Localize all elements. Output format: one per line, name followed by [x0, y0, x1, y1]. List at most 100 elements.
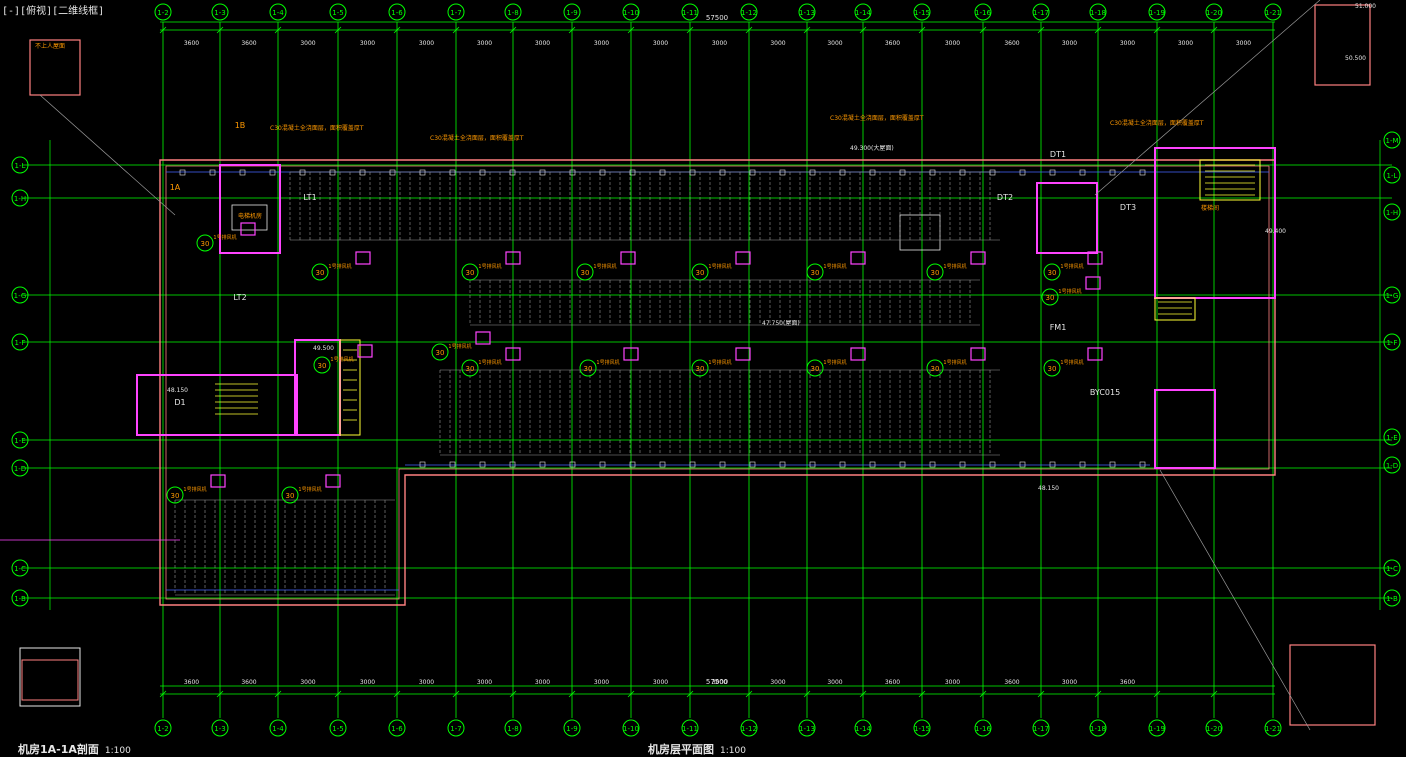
- axis-bubble: [504, 719, 522, 737]
- leader-line: [39, 94, 176, 216]
- column-marker: [419, 169, 426, 176]
- axis-bubble-label: 1-17: [1033, 9, 1049, 17]
- axis-bubble-label: 1-10: [623, 725, 639, 733]
- column-marker: [1019, 169, 1026, 176]
- axis-bubble: [1205, 3, 1223, 21]
- column-marker: [659, 461, 666, 468]
- exhaust-fan-unit: [325, 474, 341, 488]
- fan-name-label: 1号排风机: [943, 359, 966, 366]
- axis-bubble: [740, 719, 758, 737]
- axis-bubble-label: 1-19: [1149, 9, 1165, 17]
- axis-bubble: [1264, 3, 1282, 21]
- axis-bubble: [388, 3, 406, 21]
- exhaust-fan-marker: [926, 359, 944, 377]
- axis-bubble: [1383, 333, 1401, 351]
- axis-bubble-label: 1-18: [1090, 725, 1106, 733]
- axis-bubble-label: 1-21: [1265, 725, 1281, 733]
- exhaust-fan-unit: [355, 251, 371, 265]
- axis-bubble: [1032, 3, 1050, 21]
- axis-bubble-label: 1-18: [1090, 9, 1106, 17]
- construction-note: C30混凝土全浇面层，面积覆盖厚T: [270, 124, 364, 132]
- fan-name-label: 1号排风机: [943, 263, 966, 270]
- axis-bubble-label: 1-15: [914, 725, 930, 733]
- column-marker: [989, 169, 996, 176]
- dimension-tick: [859, 26, 867, 34]
- axis-bubble-label: 1-6: [391, 725, 403, 733]
- column-marker: [989, 461, 996, 468]
- fan-name-label: 1号排风机: [1060, 359, 1083, 366]
- tag-label: BYC015: [1090, 388, 1120, 397]
- axis-bubble-label: 1-20: [1206, 9, 1222, 17]
- exhaust-fan-marker: [311, 263, 329, 281]
- exhaust-fan-marker: [461, 263, 479, 281]
- exhaust-fan-marker: [281, 486, 299, 504]
- axis-bubble-label: 1-8: [507, 725, 518, 733]
- exhaust-fan-marker: [579, 359, 597, 377]
- dimension-text: 3000: [770, 40, 785, 47]
- dimension-text: 3000: [945, 40, 960, 47]
- fan-count-label: 30: [696, 365, 705, 373]
- column-marker: [749, 169, 756, 176]
- section-title-text: 机房1A-1A剖面: [18, 743, 99, 756]
- dimension-tick: [452, 690, 460, 698]
- roof-parapet-outline: [159, 159, 1276, 606]
- dimension-text: 3000: [360, 40, 375, 47]
- column-marker: [929, 461, 936, 468]
- building-outline: [0, 0, 1376, 731]
- axis-bubble: [11, 189, 29, 207]
- axis-bubble-label: 1-15: [914, 9, 930, 17]
- viewport-label[interactable]: [-][俯视][二维线框]: [2, 6, 105, 17]
- column-marker: [179, 169, 186, 176]
- column-marker: [719, 461, 726, 468]
- dimension-text: 3000: [1062, 40, 1077, 47]
- dimension-tick: [334, 26, 342, 34]
- elevation-mark: 47.750(屋面): [762, 320, 800, 327]
- exhaust-fan-marker: [1043, 359, 1061, 377]
- column-marker: [719, 169, 726, 176]
- stair-treads-lt1: [215, 349, 357, 421]
- column-marker: [389, 169, 396, 176]
- elevation-mark: 50.500: [1345, 55, 1366, 62]
- exhaust-fan-unit: [620, 251, 636, 265]
- fan-count-label: 30: [1048, 269, 1057, 277]
- exhaust-fan-marker: [576, 263, 594, 281]
- dimension-text: 3600: [184, 40, 199, 47]
- dimension-tick: [1094, 690, 1102, 698]
- dimension-tick: [627, 26, 635, 34]
- section-title-scale: 1:100: [104, 746, 131, 756]
- fan-name-label: 1号排风机: [708, 263, 731, 270]
- axis-bubble-label: 1-13: [799, 9, 815, 17]
- axis-bubble: [1089, 719, 1107, 737]
- leader-line: [1159, 469, 1311, 731]
- fan-name-label: 1号排风机: [823, 263, 846, 270]
- fan-name-label: 1号排风机: [1058, 288, 1081, 295]
- fan-count-label: 30: [171, 492, 180, 500]
- fan-name-label: 1号排风机: [596, 359, 619, 366]
- room-label: 电梯机房: [238, 212, 262, 220]
- fan-name-label: 1号排风机: [213, 234, 236, 241]
- dimension-tick: [627, 690, 635, 698]
- column-marker: [539, 169, 546, 176]
- axis-bubble-label: 1-9: [566, 725, 577, 733]
- axis-bubble: [1383, 166, 1401, 184]
- column-marker: [839, 169, 846, 176]
- fan-count-label: 30: [811, 365, 820, 373]
- dimension-tick: [159, 26, 167, 34]
- axis-bubble: [1383, 131, 1401, 149]
- stair-lt1: [136, 374, 298, 436]
- axis-bubble-label: 1-C: [14, 565, 26, 573]
- tag-label: 1A: [170, 183, 181, 192]
- axis-bubble-label: 1-D: [1386, 462, 1398, 470]
- column-marker: [899, 169, 906, 176]
- exhaust-fan-unit: [1087, 347, 1103, 361]
- fan-count-label: 30: [466, 269, 475, 277]
- exhaust-fan-unit: [850, 347, 866, 361]
- axis-bubble-label: 1-7: [450, 9, 461, 17]
- axis-bubble: [974, 719, 992, 737]
- exhaust-fan-marker: [461, 359, 479, 377]
- column-marker: [1049, 169, 1056, 176]
- dimension-tick: [452, 26, 460, 34]
- axis-bubble-label: 1-9: [566, 9, 577, 17]
